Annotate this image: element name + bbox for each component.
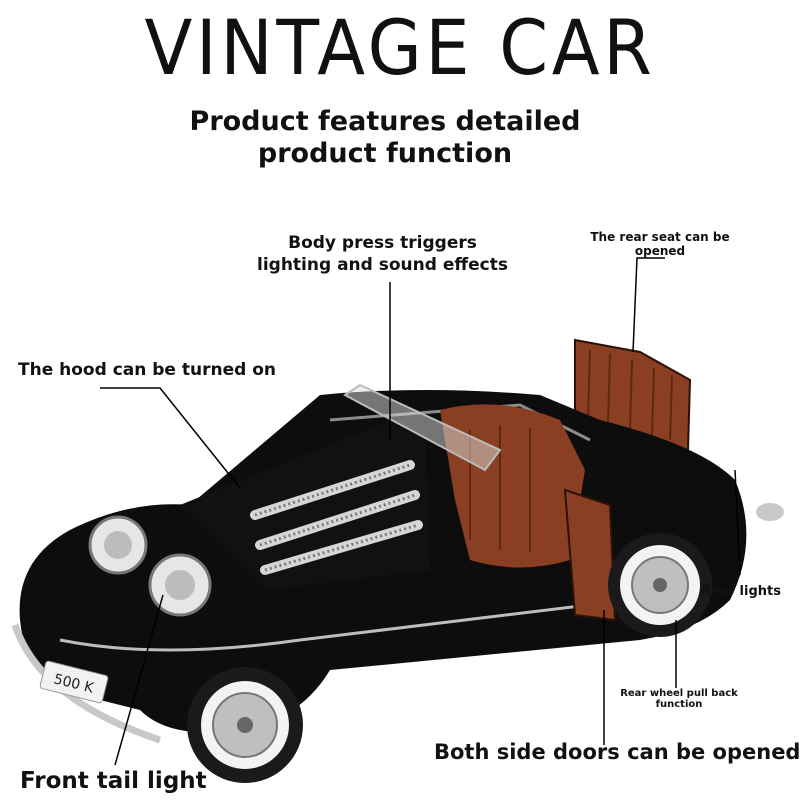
callout-pullback-line-1: Rear wheel pull back [620, 688, 738, 699]
page-title: VINTAGE CAR [144, 3, 656, 92]
rear-wheel [608, 533, 712, 637]
callout-pullback-line-2: function [655, 699, 703, 710]
callout-side-doors: Both side doors can be opened [434, 740, 800, 764]
rear-seat-callout-line [632, 257, 665, 353]
open-side-door [563, 488, 617, 622]
front-light-callout-line [114, 594, 164, 766]
callout-rear-seat-line-1: The rear seat can be [590, 230, 730, 244]
callout-front-tail-light: Front tail light [20, 768, 207, 794]
subtitle-line-1: Product features detailed [189, 106, 581, 137]
subtitle-line-2: product function [257, 138, 513, 169]
license-plate: 500 K [39, 660, 109, 704]
hood-callout-line [100, 387, 241, 489]
windshield [343, 383, 502, 472]
headlights [88, 515, 212, 617]
callout-body-press-line-1: Body press triggers [288, 233, 477, 253]
callout-hood: The hood can be turned on [18, 360, 276, 380]
open-hood [180, 420, 430, 590]
rear-lights-callout-line [734, 469, 741, 576]
callout-rear-seat: The rear seat can be opened [585, 230, 735, 258]
callout-body-press-line-2: lighting and sound effects [257, 255, 508, 275]
front-wheel [187, 667, 303, 783]
callout-body-press: Body press triggers lighting and sound e… [250, 232, 515, 276]
callout-rear-seat-line-2: opened [634, 244, 686, 258]
rear-light [756, 503, 784, 521]
callout-pullback: Rear wheel pull back function [620, 688, 738, 710]
callout-rear-lights: Rear lights [701, 584, 781, 599]
callout-lines [100, 257, 741, 766]
page-subtitle: Product features detailed product functi… [0, 106, 770, 170]
